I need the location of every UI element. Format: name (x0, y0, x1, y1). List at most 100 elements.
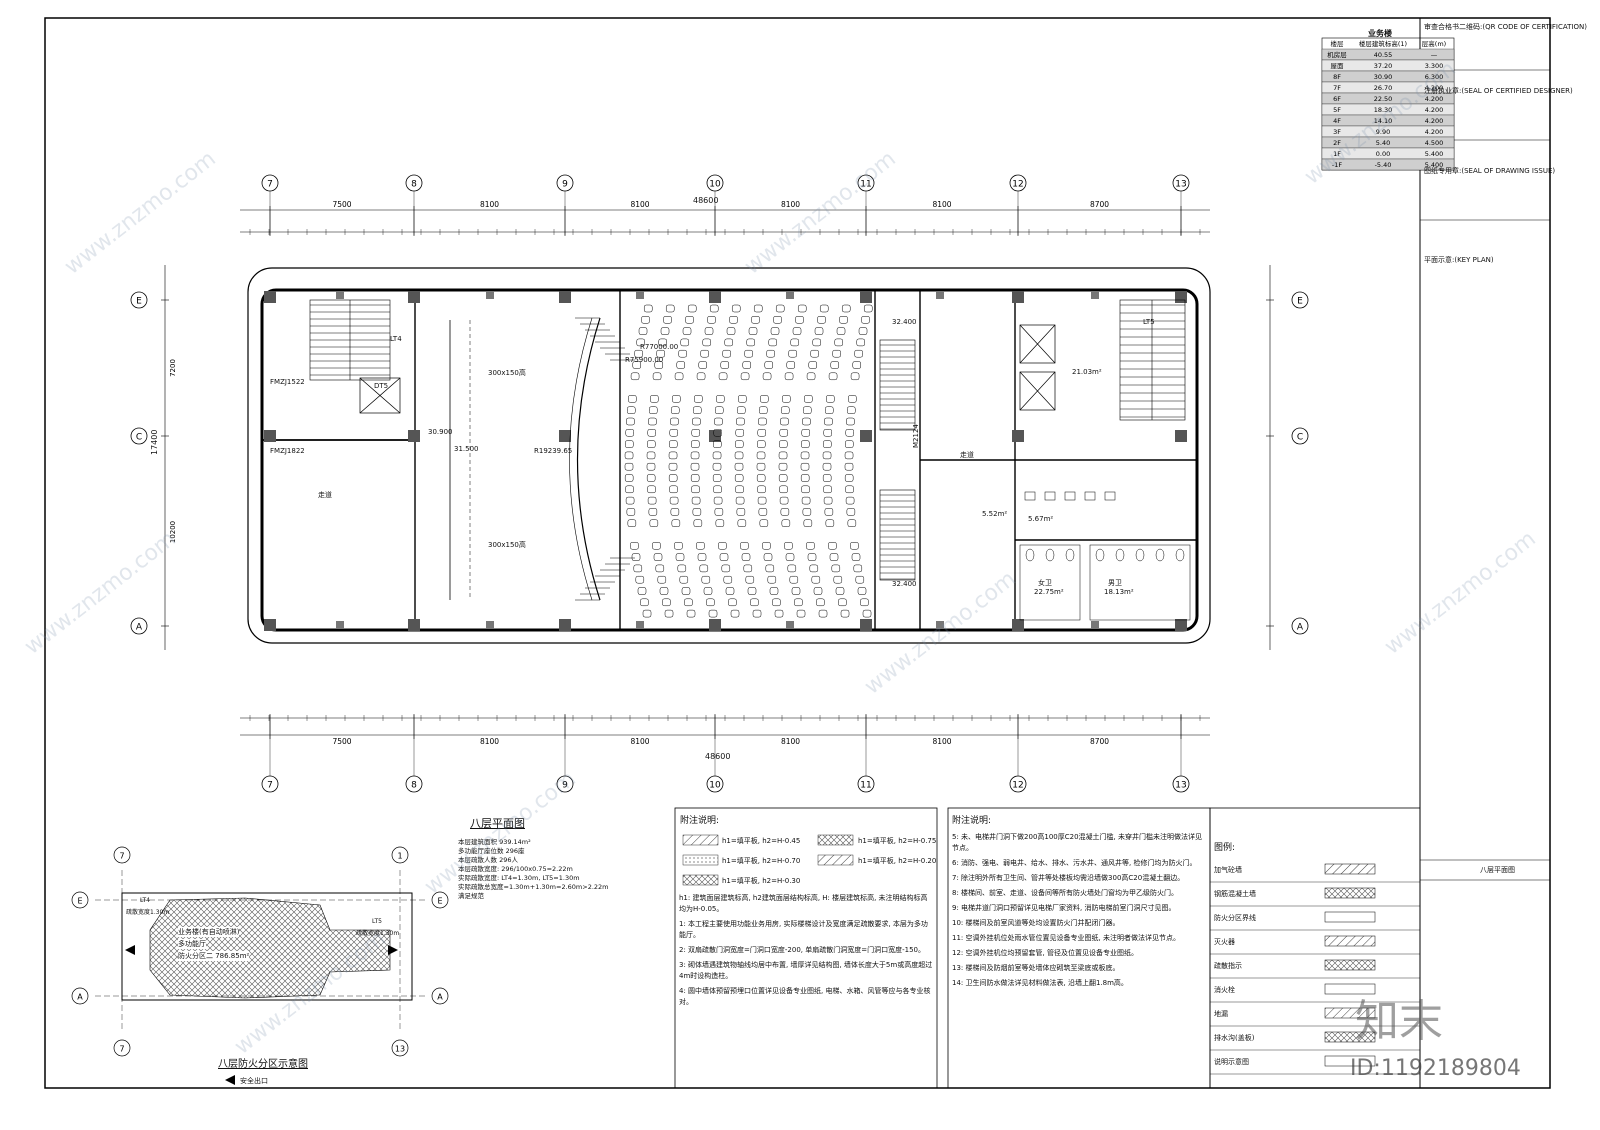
total-dimension-bottom: 48600 (705, 752, 731, 761)
seat (740, 372, 750, 381)
seat (741, 553, 751, 561)
seat (795, 316, 804, 324)
seat (704, 327, 714, 335)
grid-bubble-row (130, 617, 148, 635)
floor-table-cell: 3F (1333, 128, 1341, 136)
seat (674, 542, 683, 550)
column (264, 430, 276, 442)
room3-area: 21.03m² (1072, 368, 1102, 376)
seat (684, 598, 693, 607)
door-tag-1: FMZJ1522 (270, 378, 305, 386)
seat (659, 587, 669, 595)
fz-grid-bubble (431, 891, 449, 909)
column (264, 619, 276, 631)
legend-item: 钢筋混凝土墙 (1214, 890, 1256, 898)
seat (726, 327, 736, 335)
seat (773, 316, 782, 324)
seat (656, 349, 665, 358)
seat (774, 609, 784, 618)
floor-table-cell: 4.200 (1425, 128, 1444, 136)
seat (838, 598, 847, 607)
column-small (336, 291, 344, 299)
seat (847, 519, 857, 527)
seat (731, 304, 741, 313)
legend-rows (1210, 863, 1420, 1075)
corridor-label-right: 走道 (960, 451, 974, 459)
seat (690, 462, 700, 471)
seat (652, 542, 661, 550)
note-item: 9: 电梯井道门洞口预留详见电梯厂家资料, 消防电梯前室门洞尺寸见图。 (952, 904, 1176, 912)
seat (759, 406, 768, 414)
seat (762, 372, 772, 381)
seat (728, 598, 737, 607)
floor-table-cell: 楼层 (1331, 39, 1345, 48)
seat (671, 406, 680, 414)
seat (850, 372, 860, 381)
seat (817, 316, 826, 324)
notes-frames (674, 807, 1421, 1089)
seat (763, 553, 773, 561)
seat (818, 609, 828, 618)
seat (831, 564, 841, 573)
seat (860, 598, 869, 607)
seat (655, 564, 665, 573)
seat (858, 327, 868, 335)
fz-grid-bubble (71, 891, 89, 909)
seat (816, 598, 825, 607)
seat (707, 316, 716, 324)
seat (743, 564, 753, 573)
notes-a-title: 附注说明: (680, 816, 720, 826)
seat (672, 395, 681, 403)
seat (775, 304, 785, 313)
toilet-m-area: 18.13m² (1104, 588, 1134, 596)
seat (750, 598, 759, 607)
seat (784, 372, 794, 381)
column-small (636, 621, 644, 629)
room1-area: 5.52m² (982, 510, 1008, 518)
span-dimension: 8100 (781, 737, 800, 746)
seat (693, 406, 702, 414)
seat (760, 395, 769, 403)
seat (696, 542, 705, 550)
legend-item: 加气砼墙 (1214, 866, 1242, 874)
seat (637, 587, 647, 595)
seat (789, 575, 799, 584)
seat (714, 417, 723, 426)
grid-label-row: E (1297, 297, 1303, 307)
floor-table-cell: 楼层建筑标高(1) (1359, 39, 1407, 48)
floor-table-cell: 18.30 (1374, 106, 1393, 114)
seat (641, 316, 650, 324)
floor-table-cell: 4.200 (1425, 95, 1444, 103)
fz-exit: 安全出口 (240, 1077, 268, 1085)
grid-label-col: 12 (1012, 180, 1023, 190)
seat (808, 361, 818, 369)
fz-grid-label: A (437, 993, 443, 1002)
grid-label-col: 8 (411, 180, 417, 190)
seat (721, 564, 731, 573)
legend-a-1: h1=填平板, h2=H-0.75 (858, 837, 937, 845)
seat (680, 338, 689, 347)
span-dimension: 8100 (480, 737, 499, 746)
seat (737, 519, 747, 527)
seat (627, 519, 637, 527)
note-item: 8: 楼梯间、前室、走道、设备间等所有防火墙处门窗均为甲乙级防火门。 (952, 889, 1179, 897)
toilet-stalls (1019, 544, 1191, 621)
drawing-seal-label: 图纸专用章:(SEAL OF DRAWING ISSUE) (1424, 167, 1556, 175)
seat (729, 316, 738, 324)
fz-grid-label: E (77, 897, 82, 906)
seat (692, 417, 701, 426)
fz-line-2: 多功能厅 (178, 939, 206, 949)
seat (712, 451, 722, 460)
seat (800, 462, 810, 471)
seat (742, 361, 752, 369)
legend-a-4: h1=填平板, h2=H-0.30 (722, 877, 801, 885)
grid-label-col: 11 (860, 180, 871, 190)
building-outline-outer (247, 267, 1211, 644)
note-item: 3: 砌体墙遇建筑物轴线均居中布置, 墙厚详见结构图, 墙体长度大于5m或高度超… (679, 961, 933, 980)
grid-label-col: 11 (860, 781, 871, 791)
seat (647, 496, 657, 505)
seat (736, 508, 746, 516)
fz-grid-label: 1 (397, 852, 402, 861)
seat (663, 316, 672, 324)
seat (642, 609, 652, 618)
